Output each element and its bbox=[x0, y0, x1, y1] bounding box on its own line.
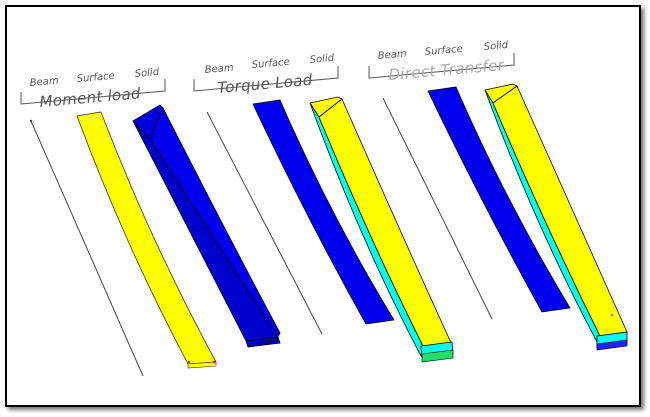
beam-element bbox=[206, 111, 323, 335]
surface-shell-edge bbox=[187, 361, 217, 369]
constraint-marker bbox=[187, 360, 191, 364]
beam-element bbox=[30, 120, 144, 377]
group-title: Moment load bbox=[39, 84, 142, 111]
solid-base-layer bbox=[596, 339, 628, 351]
surface-shell bbox=[252, 99, 395, 325]
title-bracket bbox=[193, 66, 339, 92]
label-solid: Solid bbox=[483, 40, 509, 53]
label-surface: Surface bbox=[424, 44, 463, 58]
label-beam: Beam bbox=[204, 62, 234, 75]
group-title: Torque Load bbox=[217, 71, 314, 97]
group-title: Direct Transfer bbox=[388, 56, 506, 84]
constraint-marker bbox=[212, 360, 216, 364]
group-direct-transfer: Beam Surface Solid Direct Transfer bbox=[368, 40, 628, 351]
node-marker bbox=[610, 313, 614, 317]
solid-side-face bbox=[132, 120, 279, 342]
beam-node bbox=[29, 119, 33, 123]
solid-base-layer bbox=[421, 349, 454, 363]
label-surface: Surface bbox=[76, 71, 115, 85]
label-beam: Beam bbox=[29, 75, 59, 88]
label-beam: Beam bbox=[377, 48, 407, 61]
label-surface: Surface bbox=[251, 57, 290, 71]
label-solid: Solid bbox=[134, 67, 160, 80]
title-bracket bbox=[368, 53, 515, 79]
group-moment-load: Beam Surface Solid Moment load bbox=[20, 67, 281, 377]
surface-shell bbox=[427, 86, 571, 313]
title-bracket bbox=[20, 79, 166, 105]
beam-element bbox=[382, 97, 493, 320]
solid-top-face bbox=[149, 107, 281, 338]
solid-bottom-edge bbox=[245, 336, 281, 348]
label-solid: Solid bbox=[309, 53, 335, 66]
